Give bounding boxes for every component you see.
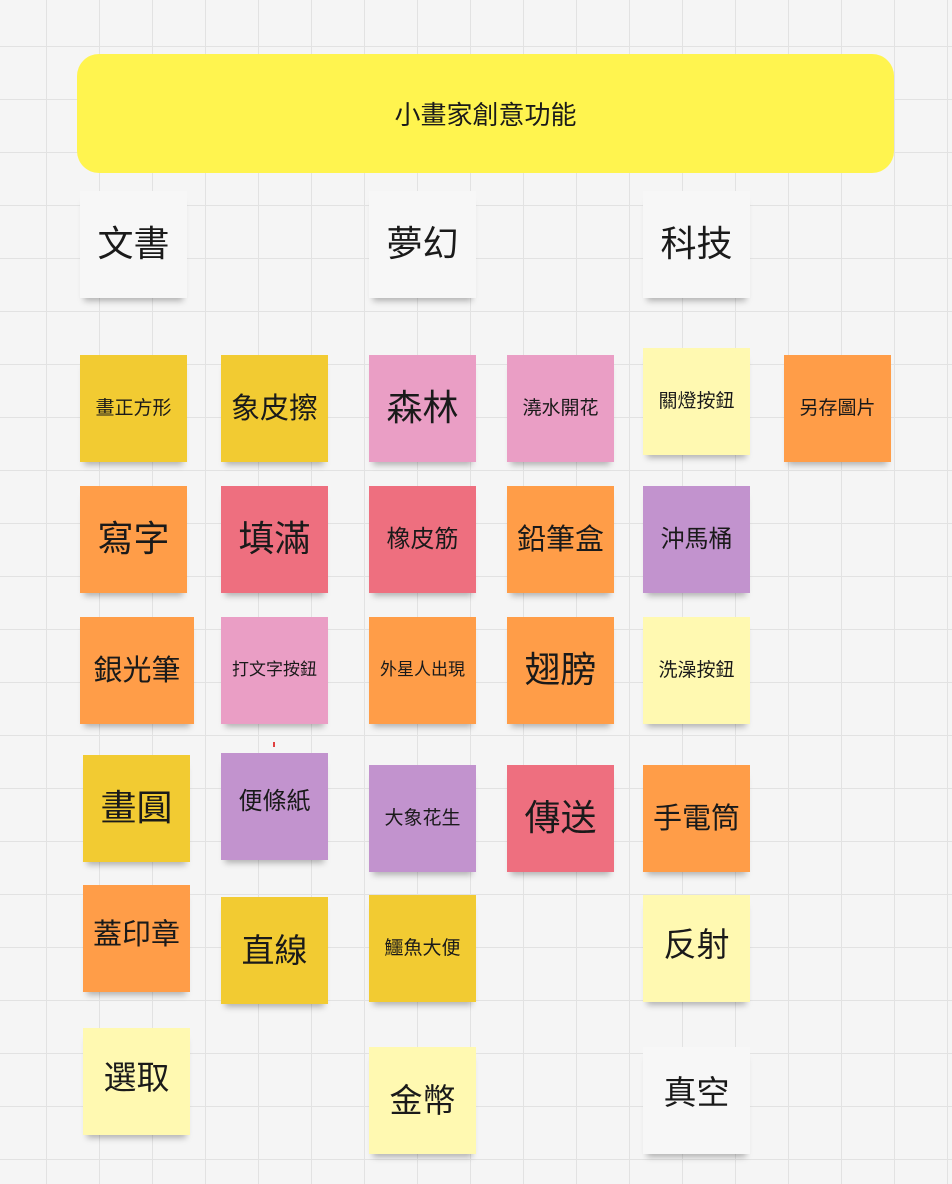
sticky-note-coins[interactable]: 金幣 xyxy=(369,1047,476,1154)
sticky-note-elephant-peanut[interactable]: 大象花生 xyxy=(369,765,476,872)
sticky-note-eraser[interactable]: 象皮擦 xyxy=(221,355,328,462)
sticky-note-category-dream[interactable]: 夢幻 xyxy=(369,191,476,298)
sticky-note-flush-toilet[interactable]: 沖馬桶 xyxy=(643,486,750,593)
sticky-note-pencil-box[interactable]: 鉛筆盒 xyxy=(507,486,614,593)
sticky-note-select[interactable]: 選取 xyxy=(83,1028,190,1135)
sticky-note-alien[interactable]: 外星人出現 xyxy=(369,617,476,724)
sticky-note-category-doc[interactable]: 文書 xyxy=(80,191,187,298)
sticky-note-reflect[interactable]: 反射 xyxy=(643,895,750,1002)
sticky-note-draw-circle[interactable]: 畫圓 xyxy=(83,755,190,862)
sticky-note-sticky-note[interactable]: 便條紙 xyxy=(221,753,328,860)
sticky-note-line[interactable]: 直線 xyxy=(221,897,328,1004)
sticky-note-bath-button[interactable]: 洗澡按鈕 xyxy=(643,617,750,724)
sticky-note-save-image[interactable]: 另存圖片 xyxy=(784,355,891,462)
board-title: 小畫家創意功能 xyxy=(394,101,577,131)
sticky-note-flashlight[interactable]: 手電筒 xyxy=(643,765,750,872)
sticky-note-stamp[interactable]: 蓋印章 xyxy=(83,885,190,992)
sticky-note-silver-pen[interactable]: 銀光筆 xyxy=(80,617,194,724)
sticky-note-draw-square[interactable]: 畫正方形 xyxy=(80,355,187,462)
sticky-note-wings[interactable]: 翅膀 xyxy=(507,617,614,724)
sticky-note-fill[interactable]: 填滿 xyxy=(221,486,328,593)
sticky-note-category-tech[interactable]: 科技 xyxy=(643,191,750,298)
sticky-note-write[interactable]: 寫字 xyxy=(80,486,187,593)
sticky-note-teleport[interactable]: 傳送 xyxy=(507,765,614,872)
sticky-note-light-button[interactable]: 關燈按鈕 xyxy=(643,348,750,455)
sticky-note-forest[interactable]: 森林 xyxy=(369,355,476,462)
sticky-note-vacuum[interactable]: 真空 xyxy=(643,1047,750,1154)
board-title-banner[interactable]: 小畫家創意功能 xyxy=(77,54,894,173)
sticky-note-text-button[interactable]: 打文字按鈕 xyxy=(221,617,328,724)
red-mark xyxy=(273,742,275,747)
sticky-note-water-flowers[interactable]: 澆水開花 xyxy=(507,355,614,462)
sticky-note-crocodile-poop[interactable]: 鱷魚大便 xyxy=(369,895,476,1002)
sticky-note-rubber-band[interactable]: 橡皮筋 xyxy=(369,486,476,593)
